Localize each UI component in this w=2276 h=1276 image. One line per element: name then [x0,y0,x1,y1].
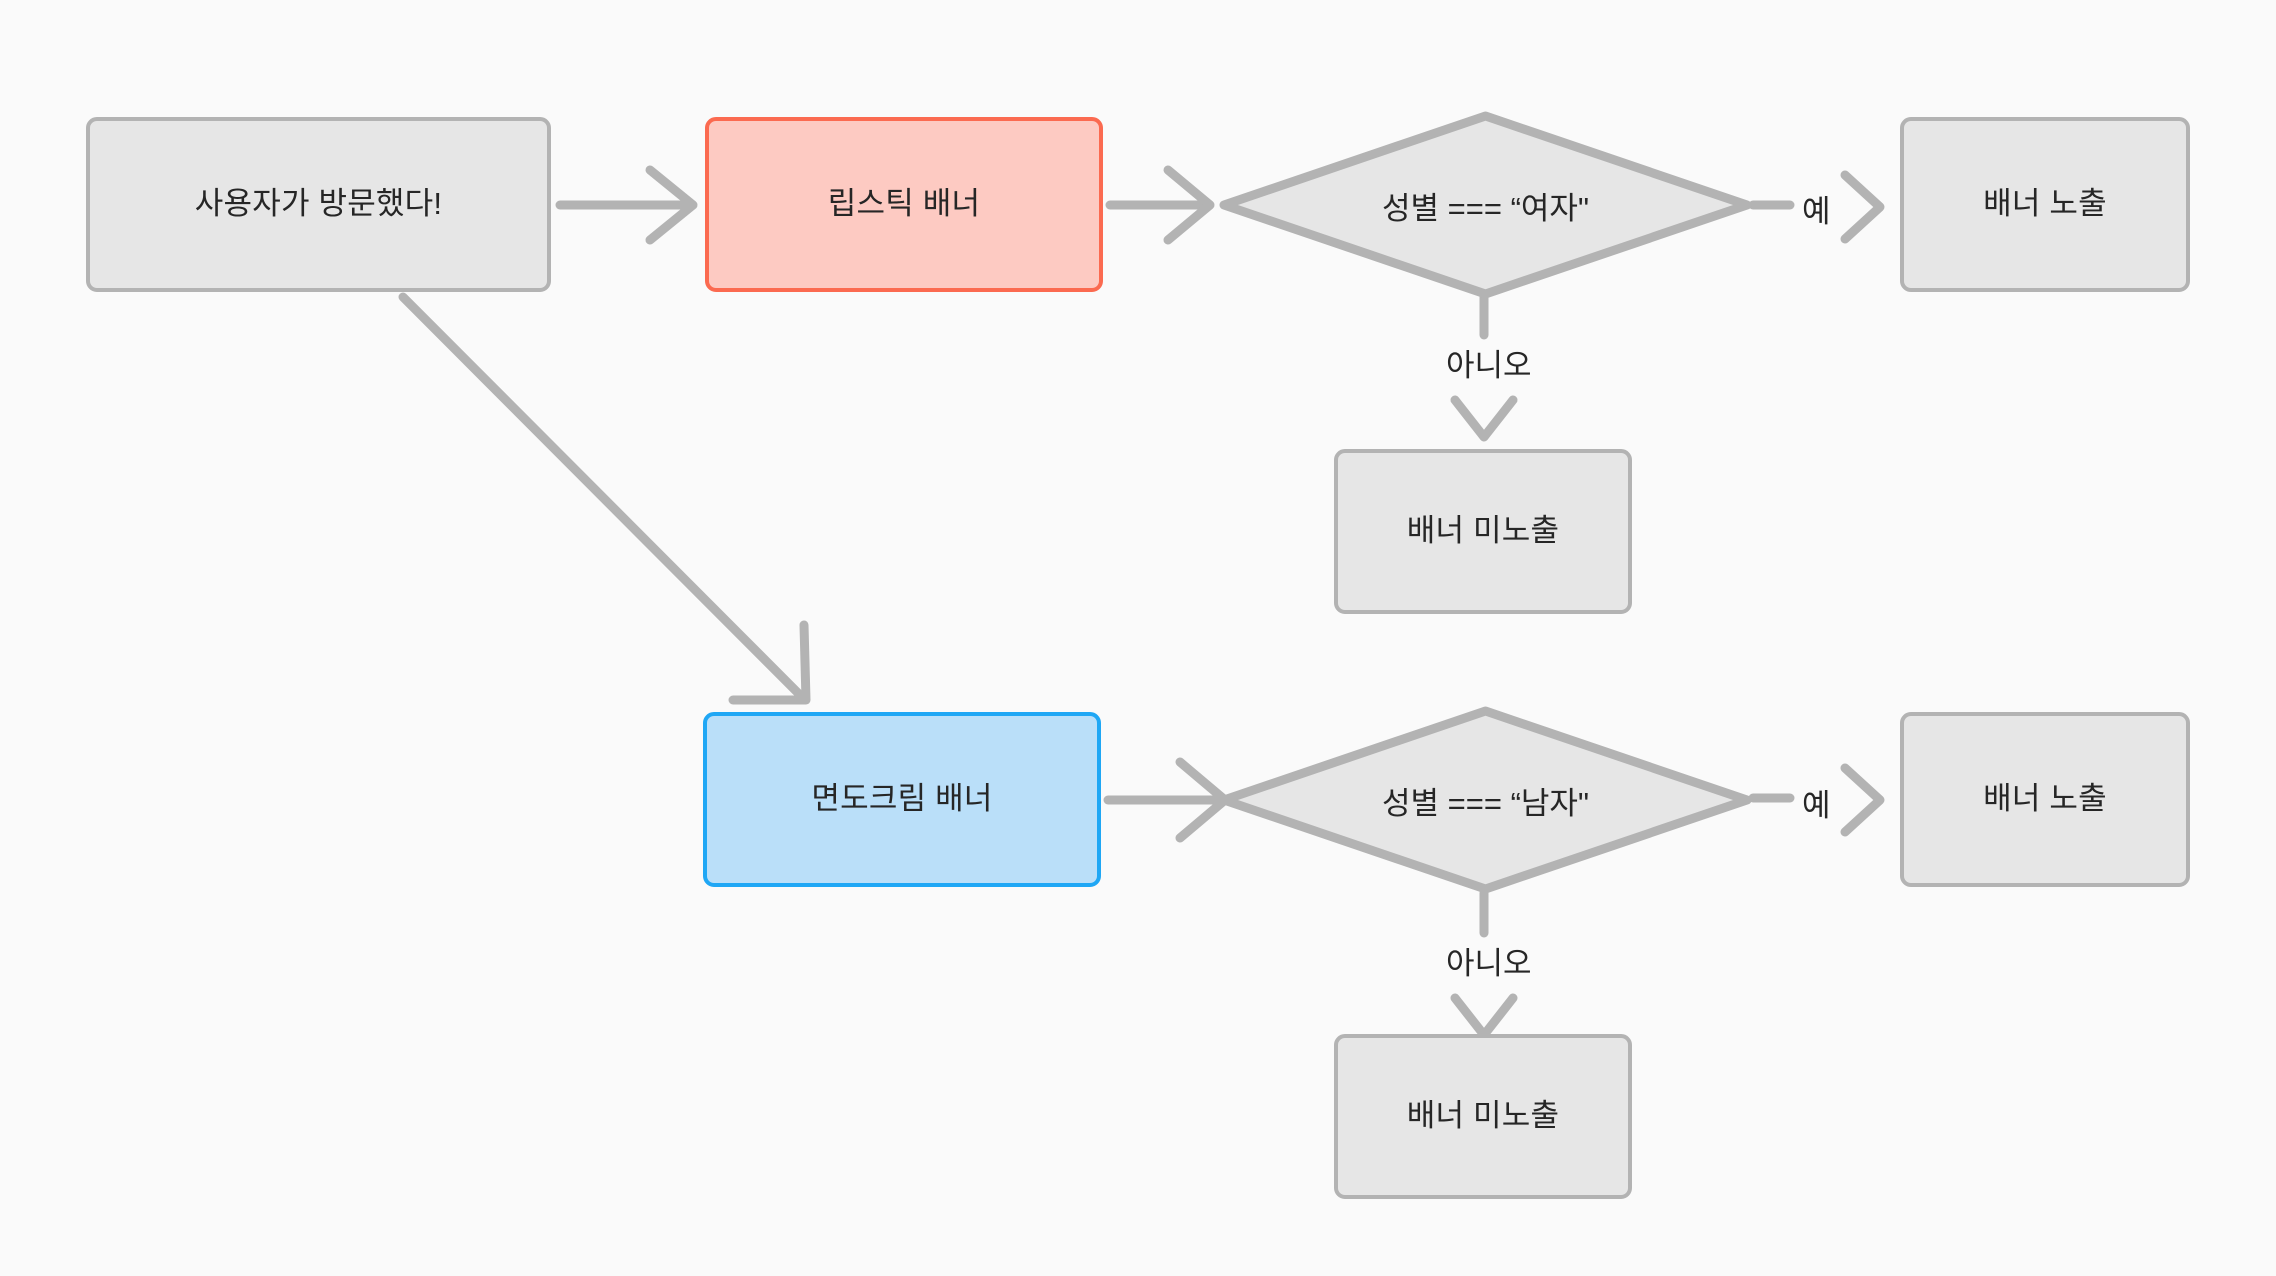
node-start-label: 사용자가 방문했다! [194,186,443,222]
edge-shaving-to-decision-male [1103,757,1230,843]
node-decision-female[interactable]: 성별 === “여자" [1218,110,1753,300]
node-start[interactable]: 사용자가 방문했다! [86,117,551,292]
node-decision-female-label: 성별 === “여자" [1382,190,1589,226]
node-show-banner-female-label: 배너 노출 [1983,186,2107,222]
node-hide-banner-male[interactable]: 배너 미노출 [1334,1034,1632,1199]
node-lipstick-banner[interactable]: 립스틱 배너 [705,117,1103,292]
node-hide-banner-female[interactable]: 배너 미노출 [1334,449,1632,614]
node-show-banner-male-label: 배너 노출 [1983,781,2107,817]
edge-label-yes-female: 예 [1796,186,1837,231]
edge-start-to-lipstick [555,165,698,245]
edge-label-no-male: 아니오 [1440,938,1538,983]
node-lipstick-banner-label: 립스틱 배너 [827,186,981,222]
edge-start-to-shaving [398,292,811,705]
edge-label-no-female: 아니오 [1440,340,1538,385]
node-decision-male-label: 성별 === “남자" [1382,785,1589,821]
node-hide-banner-female-label: 배너 미노출 [1406,513,1560,549]
node-shaving-banner-label: 면도크림 배너 [811,781,993,817]
edge-lipstick-to-decision-female [1105,165,1215,245]
node-shaving-banner[interactable]: 면도크림 배너 [703,712,1101,887]
edge-label-yes-male: 예 [1796,780,1837,825]
node-show-banner-female[interactable]: 배너 노출 [1900,117,2190,292]
node-hide-banner-male-label: 배너 미노출 [1406,1098,1560,1134]
node-show-banner-male[interactable]: 배너 노출 [1900,712,2190,887]
node-decision-male[interactable]: 성별 === “남자" [1218,705,1753,895]
